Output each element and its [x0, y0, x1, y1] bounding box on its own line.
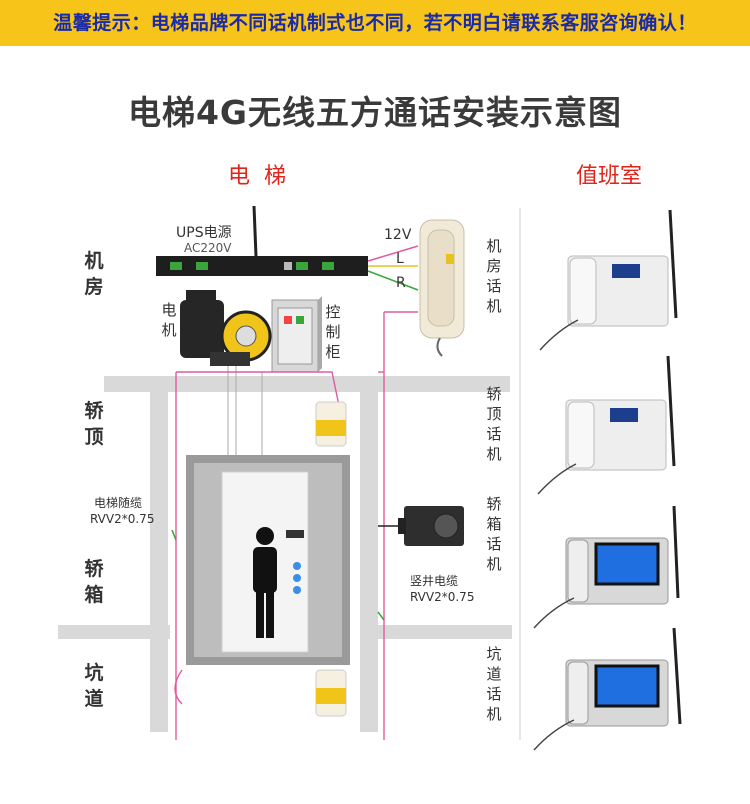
label-car-phone: 轿箱话机 — [486, 495, 502, 573]
section-elevator-heading: 电 梯 — [228, 164, 286, 189]
wire-label-r: R — [396, 275, 406, 291]
label-machine-room-phone: 机房话机 — [486, 237, 502, 315]
label-machine-room: 机房 — [84, 250, 104, 298]
desk-phone-3 — [533, 505, 680, 629]
label-car-top: 轿顶 — [84, 400, 104, 448]
wire-label-l: L — [396, 251, 404, 267]
label-motor: 电机 — [161, 301, 177, 339]
pit-intercom-box — [315, 669, 347, 717]
desk-phone-1 — [539, 209, 678, 351]
shaft-left-wall — [150, 392, 168, 732]
wire-r — [367, 270, 419, 291]
diagram-title: 电梯4G无线五方通话安装示意图 — [127, 93, 623, 132]
car-speaker-box — [398, 506, 464, 546]
label-pit: 坑道 — [84, 662, 104, 710]
notice-banner-text: 温馨提示：电梯品牌不同话机制式也不同，若不明白请联系客服咨询确认！ — [53, 12, 697, 34]
section-duty-room-heading: 值班室 — [576, 164, 643, 189]
travel-cable-name: 电梯随缆 — [94, 496, 143, 510]
shaft-cable-name: 竖井电缆 — [410, 574, 459, 588]
desk-phone-2 — [537, 355, 676, 495]
antenna-icon — [668, 209, 678, 319]
traction-motor — [180, 290, 272, 366]
shaft-cable-spec: RVV2*0.75 — [410, 590, 475, 604]
car-top-intercom-box — [315, 401, 347, 447]
wire-label-12v: 12V — [384, 227, 412, 243]
desk-phone-4 — [533, 627, 682, 751]
travel-cable-spec: RVV2*0.75 — [90, 512, 155, 526]
ups-voltage: AC220V — [184, 241, 232, 255]
landing-floor-right — [360, 625, 512, 639]
shaft-right-wall — [360, 392, 378, 732]
control-cabinet — [271, 296, 322, 373]
antenna-icon — [666, 355, 676, 467]
travel-cable-loop — [174, 669, 183, 705]
label-control-cabinet: 控制柜 — [325, 303, 341, 361]
antenna-icon — [672, 505, 680, 599]
antenna-icon — [252, 205, 258, 257]
ups-power-unit — [156, 205, 368, 276]
machine-room-intercom — [419, 219, 465, 357]
antenna-icon — [672, 627, 682, 725]
person-icon — [253, 527, 277, 638]
wire-12v — [367, 245, 419, 262]
label-car: 轿箱 — [84, 558, 104, 606]
landing-floor-left — [58, 625, 170, 639]
ups-title: UPS电源 — [176, 225, 232, 241]
label-car-top-phone: 轿顶话机 — [486, 385, 502, 463]
label-pit-phone: 坑道话机 — [486, 645, 502, 723]
shaft-ceiling — [104, 376, 510, 392]
notice-banner — [0, 0, 750, 46]
